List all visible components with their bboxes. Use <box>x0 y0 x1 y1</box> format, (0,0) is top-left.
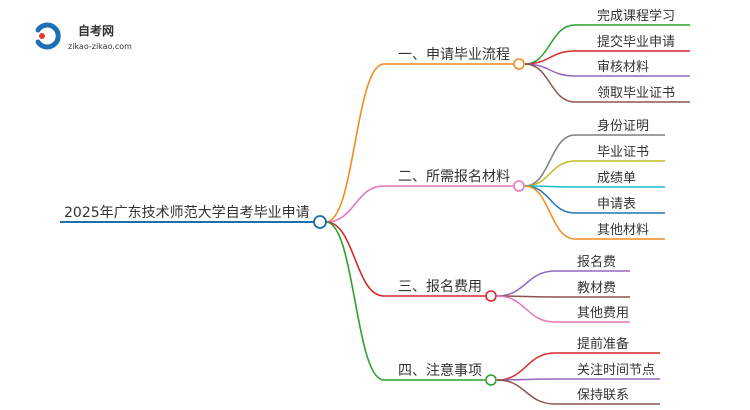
root-node[interactable] <box>313 215 327 229</box>
leaf-label: 申请表 <box>597 197 636 212</box>
logo-domain: zikao-zikao.com <box>68 42 132 51</box>
leaf-label: 报名费 <box>577 254 616 270</box>
branch-label: 三、报名费用 <box>398 279 482 295</box>
leaf-label: 完成课程学习 <box>597 8 675 24</box>
root-label: 2025年广东技术师范大学自考毕业申请 <box>64 204 310 221</box>
leaf-connector <box>524 185 576 240</box>
branch-node[interactable] <box>485 374 497 386</box>
branch-connector <box>325 63 385 223</box>
leaf-label: 关注时间节点 <box>577 363 655 378</box>
branch-label: 二、所需报名材料 <box>398 169 510 185</box>
leaf-label: 其他材料 <box>597 223 649 238</box>
branch-connector <box>325 185 385 223</box>
leaf-connector <box>524 134 576 187</box>
leaf-label: 教材费 <box>577 280 616 296</box>
branch-connector <box>325 221 385 381</box>
leaf-connector <box>496 352 556 381</box>
leaf-connector <box>524 160 576 187</box>
logo: 自考网 zikao-zikao.com <box>35 22 132 51</box>
leaf-connector <box>496 295 556 323</box>
leaf-connector <box>496 270 556 297</box>
branch-node[interactable] <box>513 180 525 192</box>
leaf-label: 领取毕业证书 <box>597 86 675 101</box>
branch-node[interactable] <box>485 290 497 302</box>
leaf-label: 成绩单 <box>597 171 636 186</box>
leaf-label: 审核材料 <box>597 60 649 75</box>
leaf-label: 提交毕业申请 <box>597 34 675 50</box>
leaf-label: 保持联系 <box>577 388 629 403</box>
leaf-label: 提前准备 <box>577 336 629 352</box>
leaf-connector <box>524 185 576 214</box>
branch-node[interactable] <box>513 58 525 70</box>
leaf-label: 毕业证书 <box>597 145 649 160</box>
logo-brand: 自考网 <box>78 23 114 38</box>
logo-icon <box>35 22 61 50</box>
branch-connector <box>325 221 385 297</box>
leaf-connector <box>496 379 556 405</box>
branch-label: 一、申请毕业流程 <box>398 47 510 63</box>
leaf-label: 身份证明 <box>597 118 649 134</box>
branch-label: 四、注意事项 <box>398 362 482 379</box>
leaf-label: 其他费用 <box>577 306 629 321</box>
leaf-connector <box>524 63 576 103</box>
